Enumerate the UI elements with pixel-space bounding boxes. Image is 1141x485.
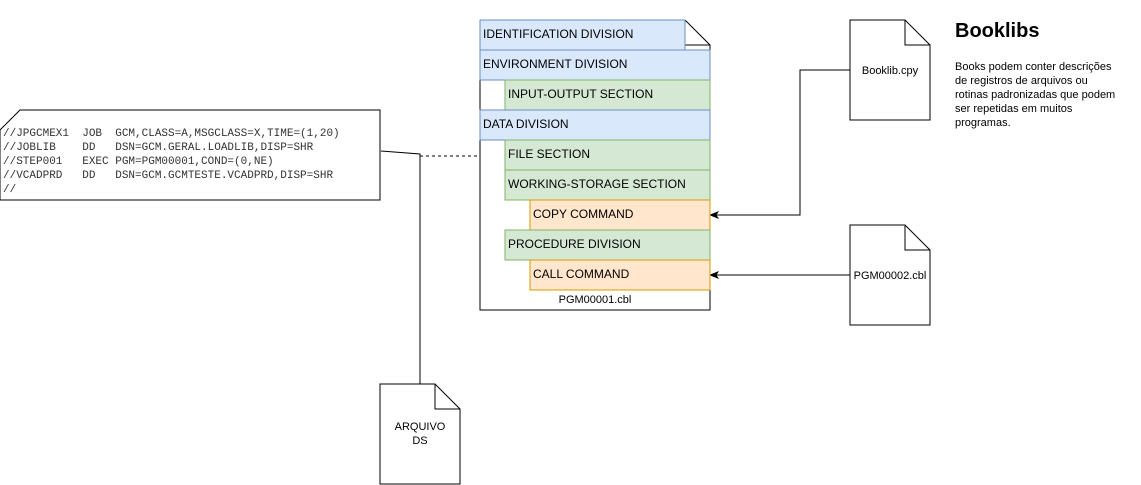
booklib-file-document: Booklib.cpy [849, 19, 931, 121]
jcl-to-dataset-connector [380, 150, 421, 384]
dataset-file-shape [379, 383, 461, 485]
input-output-section-label: INPUT-OUTPUT SECTION [508, 87, 653, 101]
booklibs-title: Booklibs [955, 20, 1039, 42]
call-command-block [529, 259, 711, 291]
booklibs-description-line: programas. [955, 117, 1011, 129]
called-program-fold [904, 225, 930, 251]
environment-division-block [479, 49, 711, 81]
data-division-label: DATA DIVISION [483, 117, 569, 131]
booklib-file-fold [904, 20, 930, 46]
copy-command-block [529, 199, 711, 231]
booklibs-description-line: de registros de arquivos ou [955, 75, 1088, 87]
working-storage-section-block [504, 169, 711, 201]
called-program-label: PGM00002.cbl [854, 270, 927, 282]
jcl-line: //JOBLIB DD DSN=GCM.GERAL.LOADLIB,DISP=S… [3, 142, 314, 154]
program-filename-label: PGM00001.cbl [559, 294, 632, 306]
connectors [380, 69, 850, 384]
dataset-file-label-line1: ARQUIVO [395, 421, 446, 433]
jcl-card: //JPGCMEX1 JOB GCM,CLASS=A,MSGCLASS=X,TI… [0, 109, 381, 201]
dataset-file-label-line2: DS [412, 435, 427, 447]
call-command-label: CALL COMMAND [533, 267, 630, 281]
copy-command-label: COPY COMMAND [533, 207, 634, 221]
booklibs-info: Booklibs Books podem conter descrições d… [955, 20, 1115, 129]
booklib-to-copy-arrow [709, 69, 850, 219]
environment-division-label: ENVIRONMENT DIVISION [483, 57, 627, 71]
booklibs-description-line: ser repetidas em muitos [955, 103, 1073, 115]
working-storage-section-label: WORKING-STORAGE SECTION [508, 177, 686, 191]
dataset-file-fold [434, 384, 460, 410]
jcl-line: //VCADPRD DD DSN=GCM.GCMTESTE.VCADPRD,DI… [3, 170, 333, 182]
file-section-label: FILE SECTION [508, 147, 590, 161]
procedure-division-label: PROCEDURE DIVISION [508, 237, 641, 251]
booklibs-description-line: rotinas padronizadas que podem [955, 89, 1115, 101]
jcl-line: // [3, 184, 16, 196]
program-document: IDENTIFICATION DIVISION ENVIRONMENT DIVI… [479, 19, 711, 311]
identification-division-block [479, 19, 686, 51]
procedure-division-block [504, 229, 711, 261]
called-program-document: PGM00002.cbl [849, 224, 931, 326]
dataset-file-document: ARQUIVO DS [379, 383, 461, 485]
jcl-line: //JPGCMEX1 JOB GCM,CLASS=A,MSGCLASS=X,TI… [3, 128, 340, 140]
jcl-card-shape [0, 109, 381, 201]
booklibs-description-line: Books podem conter descrições [955, 61, 1112, 73]
booklib-file-label: Booklib.cpy [862, 65, 919, 77]
jcl-line: //STEP001 EXEC PGM=PGM00001,COND=(0,NE) [3, 156, 274, 168]
identification-division-label: IDENTIFICATION DIVISION [483, 27, 633, 41]
